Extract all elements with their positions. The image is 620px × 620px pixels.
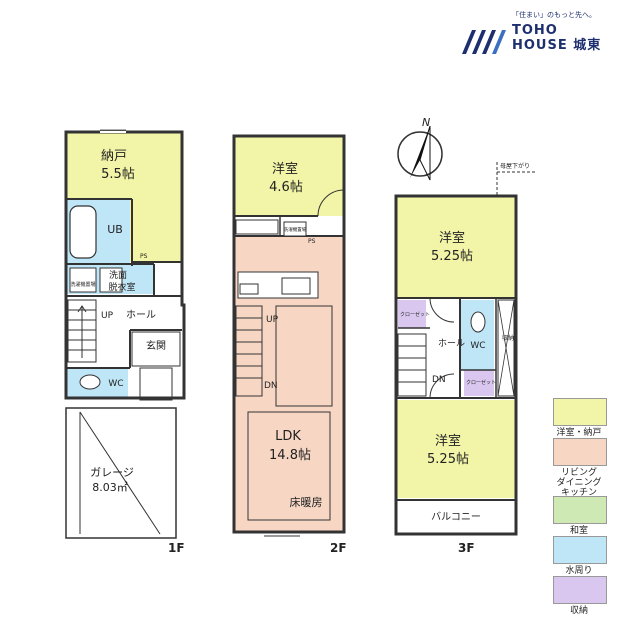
yoshitsu-3f-bottom-size: 5.25帖 (427, 452, 469, 467)
ub-label: UB (107, 223, 123, 236)
hall-3f-label: ホール (438, 338, 465, 349)
floor-label-1f: 1F (168, 541, 185, 555)
balcony-label: バルコニー (431, 511, 481, 523)
nando-name: 納戸 (101, 149, 127, 164)
legend-label: 収納 (569, 606, 588, 616)
floor-heating-label: 床暖房 (290, 495, 323, 509)
ldk-name: LDK (275, 429, 301, 444)
dn-3f-label: DN (432, 375, 446, 385)
yoshitsu-2f-name: 洋室 (272, 161, 298, 177)
washroom-label-2: 脱衣室 (108, 281, 135, 293)
logo-tagline: 「住まい」のもっと先へ。 (512, 11, 596, 19)
room-yoshitsu-3f-top-fill (396, 196, 516, 298)
floor-3f: 洋室 5.25帖 クローゼット ホール DN WC 収納 クローゼット 洋室 5… (394, 162, 536, 555)
bathtub-icon (69, 205, 97, 259)
wall-3f-outer (394, 194, 518, 536)
legend-item-mizumawari: 水周り (553, 536, 613, 576)
north-compass: N (397, 116, 443, 181)
toho-house-logo-mark (462, 30, 506, 54)
closet-3f-mid-label: クローゼット (466, 379, 496, 386)
stairs-1f (67, 299, 97, 363)
washer-1f-label: 洗濯機置場 (70, 281, 95, 288)
floor-1f: 納戸 5.5帖 UB PS 洗濯機置場 洗面 脱衣室 UP ホール 玄関 WC … (64, 129, 186, 555)
legend-item-ldk: リビング ダイニング キッチン (553, 438, 613, 498)
legend-swatch (553, 576, 607, 604)
legend-swatch (553, 398, 607, 426)
toilet-1f-icon (79, 374, 101, 390)
eave-label: 母屋下がり (500, 162, 530, 170)
floor-2f: 洋室 4.6帖 洗濯機置場 PS UP DN LDK 14.8帖 床暖房 2F (232, 134, 347, 555)
closet-3f-mid-fill (464, 370, 494, 396)
legend-item-washitsu: 和室 (553, 496, 613, 536)
sink-icon (99, 267, 123, 293)
garage-outline (65, 407, 177, 539)
yoshitsu-3f-top-name: 洋室 (439, 230, 465, 246)
yoshitsu-2f-size: 4.6帖 (269, 180, 303, 195)
compass-north-label: N (422, 116, 430, 129)
room-yoshitsu-3f-bottom-fill (396, 400, 516, 498)
room-yoshitsu-2f-fill (234, 136, 344, 216)
wall-1f-outer (64, 130, 186, 400)
washer-2f-label: 洗濯機置場 (284, 226, 307, 233)
ldk-size: 14.8帖 (269, 448, 311, 463)
north-arrow-icon (410, 126, 430, 178)
floor-label-2f: 2F (330, 541, 347, 555)
legend-swatch (553, 438, 607, 466)
entrance-label: 玄関 (146, 339, 166, 352)
dining-area (275, 305, 333, 407)
legend-swatch (553, 536, 607, 564)
yoshitsu-3f-bottom-name: 洋室 (435, 433, 461, 449)
brand-logo: 「住まい」のもっと先へ。 TOHO HOUSE 城東 (458, 10, 608, 60)
wc-3f-fill (460, 300, 494, 370)
floor-heating-zone (247, 411, 331, 521)
closet-3f-top-fill (398, 300, 426, 328)
garage-diagonal (79, 411, 161, 535)
compass-circle-icon (397, 131, 443, 177)
legend-swatch (553, 496, 607, 524)
logo-brand-line2: HOUSE 城東 (512, 38, 602, 53)
washer-icon (69, 267, 97, 293)
toilet-3f-icon (470, 311, 486, 333)
hall-1f-label: ホール (126, 309, 156, 321)
closet-3f-top-label: クローゼット (400, 311, 430, 318)
floor-label-3f: 3F (458, 541, 475, 555)
stairs-2f (235, 305, 263, 397)
dn-2f-label: DN (264, 381, 278, 391)
up-2f-label: UP (266, 315, 279, 325)
legend-item-shuno: 収納 (553, 576, 613, 616)
ps-2f-label: PS (308, 238, 316, 245)
legend-label: 洋室・納戸 (556, 428, 602, 438)
yoshitsu-3f-top-size: 5.25帖 (431, 249, 473, 264)
garage-size: 8.03㎡ (92, 481, 128, 494)
washer-2f-icon (283, 221, 307, 237)
legend-label: 和室 (569, 526, 588, 536)
garage-name: ガレージ (90, 466, 134, 479)
stairs-3f (397, 333, 427, 397)
nando-size: 5.5帖 (101, 167, 135, 182)
legend-item-yoshitsu: 洋室・納戸 (553, 398, 613, 438)
ps-1f-label: PS (140, 253, 148, 260)
entrance-area (131, 331, 181, 367)
logo-brand-line1: TOHO (512, 23, 558, 38)
wc-1f-label: WC (108, 379, 123, 389)
wall-2f-outer (232, 134, 346, 534)
legend-label: リビング ダイニング キッチン (556, 468, 602, 498)
storage-3f-label: 収納 (502, 334, 514, 342)
legend-label: 水周り (565, 566, 593, 576)
up-1f-label: UP (101, 311, 114, 321)
wc-3f-label: WC (470, 341, 485, 351)
washroom-label-1: 洗面 (109, 269, 127, 281)
